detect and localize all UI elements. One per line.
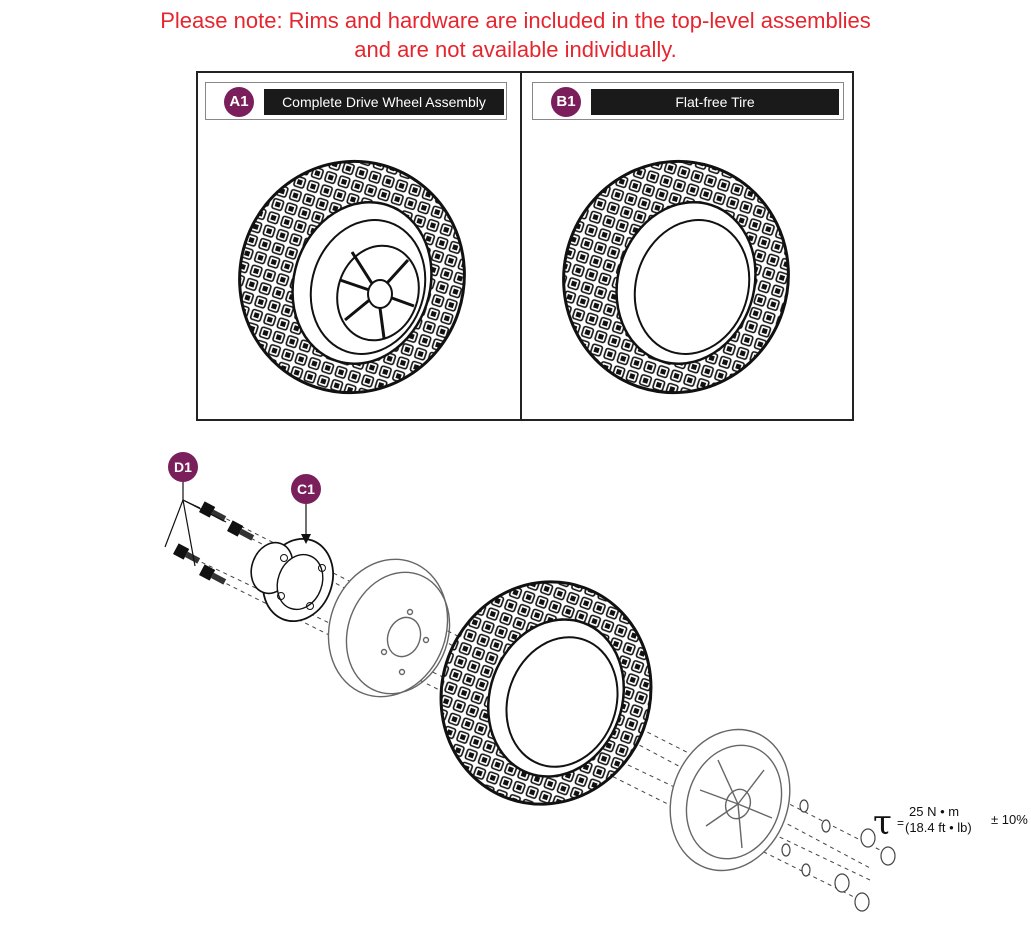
flat-free-tire-image: [562, 159, 790, 395]
complete-drive-wheel-image: [238, 159, 466, 395]
assembly-panels-frame: [196, 71, 854, 421]
panel-header-a1: A1 Complete Drive Wheel Assembly: [205, 82, 507, 120]
torque-symbol: τ: [873, 803, 892, 843]
callout-d1: D1: [168, 452, 198, 482]
torque-equals: =: [897, 816, 905, 830]
label-complete-drive-wheel-assembly: Complete Drive Wheel Assembly: [264, 89, 504, 115]
torque-metric: 25 N • m: [909, 804, 960, 819]
availability-note: Please note: Rims and hardware are inclu…: [0, 6, 1031, 64]
c1-leader-arrow: [301, 534, 311, 544]
note-line-2: and are not available individually.: [354, 37, 677, 62]
hub-c1: [250, 537, 334, 623]
tire-exploded: [439, 580, 653, 806]
panel-header-b1: B1 Flat-free Tire: [532, 82, 844, 120]
d1-leader-lines: [164, 482, 227, 567]
rim-inner-half: [327, 558, 451, 698]
torque-imperial: (18.4 ft • lb): [905, 820, 972, 835]
torque-tolerance: ± 10%: [991, 812, 1028, 827]
rim-outer-half: [669, 728, 791, 872]
badge-b1: B1: [551, 87, 581, 117]
badge-a1: A1: [224, 87, 254, 117]
panel-divider: [520, 71, 522, 421]
label-flat-free-tire: Flat-free Tire: [591, 89, 839, 115]
bolts-d1: [173, 501, 255, 585]
callout-c1: C1: [291, 474, 321, 504]
washers-and-lug-nuts: [781, 799, 896, 912]
note-line-1: Please note: Rims and hardware are inclu…: [160, 8, 871, 33]
